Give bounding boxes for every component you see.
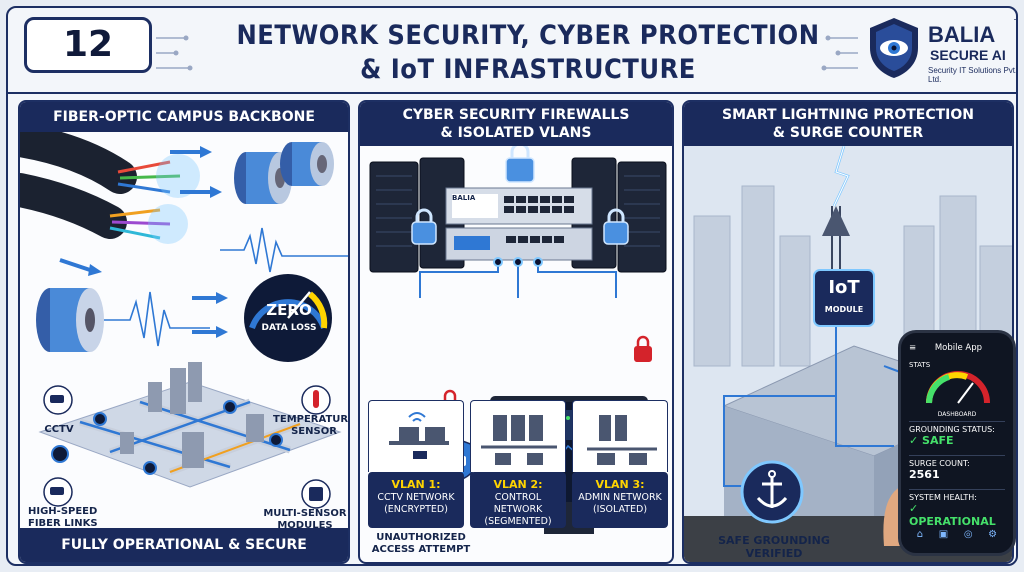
surge-count-value: 2561 — [909, 468, 940, 481]
vlan1-status: (ENCRYPTED) — [384, 504, 448, 515]
vlan2-name: VLAN 2: — [493, 478, 543, 491]
panel-title-line2: & ISOLATED VLANS — [440, 125, 592, 141]
panel-firewalls: CYBER SECURITY FIREWALLS & ISOLATED VLAN… — [358, 100, 674, 564]
grounding-status-value: ✓ SAFE — [909, 434, 954, 447]
circuit-decoration-left — [156, 35, 193, 71]
brand-subtitle: SECURE AI — [930, 47, 1006, 63]
menu-icon[interactable]: ≡ — [909, 343, 917, 353]
panel-title: FIBER-OPTIC CAMPUS BACKBONE — [20, 102, 348, 132]
brand-name: BALIA — [928, 22, 996, 47]
vlan2-status: (SEGMENTED) — [484, 516, 552, 527]
vlan1-network: CCTV NETWORK — [377, 492, 455, 503]
panel-fiber-backbone: FIBER-OPTIC CAMPUS BACKBONE — [18, 100, 350, 564]
grounding-status-card: GROUNDING STATUS: ✓ SAFE — [909, 421, 1005, 453]
vlan2-network: CONTROL NETWORK — [493, 492, 543, 515]
vlan3-status: (ISOLATED) — [592, 504, 648, 515]
data-loss-label: DATA LOSS — [261, 323, 317, 333]
vlan2-diagram — [470, 400, 566, 472]
home-icon[interactable]: ⌂ — [916, 529, 924, 540]
temperature-sensor-label: TEMPERATURE SENSOR — [273, 414, 350, 437]
system-health-card: SYSTEM HEALTH: ✓ OPERATIONAL — [909, 489, 1005, 528]
firewall-brand-label: BALIA — [452, 194, 476, 202]
slide-number: 12 — [24, 17, 152, 73]
panel-title-line1: CYBER SECURITY FIREWALLS — [402, 107, 630, 123]
mobile-app-phone: ≡ Mobile App STATS DASHBOARD GROUNDING S… — [898, 330, 1016, 556]
vlan3-diagram — [572, 400, 668, 472]
vlan2-card: VLAN 2:CONTROL NETWORK(SEGMENTED) — [470, 472, 566, 528]
brand-logo: BALIA TM SECURE AI Security IT Solutions… — [866, 14, 1018, 84]
multi-sensor-label: MULTI-SENSOR MODULES — [263, 508, 347, 531]
header-divider — [8, 92, 1016, 94]
settings-icon[interactable]: ⚙ — [988, 529, 998, 540]
shield-eye-icon — [870, 18, 918, 78]
vlan3-card: VLAN 3:ADMIN NETWORK(ISOLATED) — [572, 472, 668, 528]
zero-label: ZERO — [266, 301, 312, 319]
cctv-label: CCTV — [44, 424, 74, 435]
module-label: MODULE — [824, 305, 864, 314]
vlan1-diagram — [368, 400, 464, 472]
panel-title: SMART LIGHTNING PROTECTION & SURGE COUNT… — [684, 102, 1012, 146]
page-title-line2: & IoT INFRASTRUCTURE — [360, 54, 696, 85]
page-title-line1: NETWORK SECURITY, CYBER PROTECTION — [236, 20, 820, 51]
gauge-icon — [926, 371, 990, 404]
panel-title-line2: & SURGE COUNTER — [772, 125, 924, 141]
vlan1-name: VLAN 1: — [391, 478, 441, 491]
system-health-value: ✓ OPERATIONAL — [909, 502, 996, 528]
status-footer: FULLY OPERATIONAL & SECURE — [20, 528, 348, 562]
fiber-illustration — [20, 132, 348, 509]
system-health-label: SYSTEM HEALTH: — [909, 493, 977, 502]
circuit-decoration-right — [821, 35, 858, 71]
app-title: Mobile App — [934, 343, 983, 353]
surge-count-card: SURGE COUNT: 2561 — [909, 455, 1005, 487]
surge-count-label: SURGE COUNT: — [909, 459, 970, 468]
vlan3-network: ADMIN NETWORK — [578, 492, 662, 503]
brand-trademark: TM — [1014, 18, 1016, 27]
grounding-label: SAFE GROUNDING VERIFIED — [718, 534, 830, 560]
panel-title-line1: SMART LIGHTNING PROTECTION — [721, 107, 975, 123]
vlan3-name: VLAN 3: — [595, 478, 645, 491]
panel-title: CYBER SECURITY FIREWALLS & ISOLATED VLAN… — [360, 102, 672, 146]
grounding-status-label: GROUNDING STATUS: — [909, 425, 995, 434]
camera-icon[interactable]: ▣ — [938, 529, 949, 540]
stats-label: STATS — [909, 361, 931, 369]
chat-icon[interactable]: ◎ — [963, 529, 973, 540]
vlan1-card: VLAN 1:CCTV NETWORK(ENCRYPTED) — [368, 472, 464, 528]
unauthorized-label: UNAUTHORIZED ACCESS ATTEMPT — [371, 532, 471, 555]
dashboard-label: DASHBOARD — [937, 411, 977, 418]
phone-nav-bar: ⌂ ▣ ◎ ⚙ — [909, 529, 1005, 540]
infographic-frame: 12 NETWORK SECURITY, CYBER PROTECTION & … — [6, 6, 1018, 566]
fiber-links-label: HIGH-SPEED FIBER LINKS — [28, 506, 98, 529]
iot-label: IoT — [828, 277, 860, 298]
brand-tagline: Security IT Solutions Pvt. Ltd. — [928, 66, 1018, 84]
panel-lightning: SMART LIGHTNING PROTECTION & SURGE COUNT… — [682, 100, 1014, 564]
